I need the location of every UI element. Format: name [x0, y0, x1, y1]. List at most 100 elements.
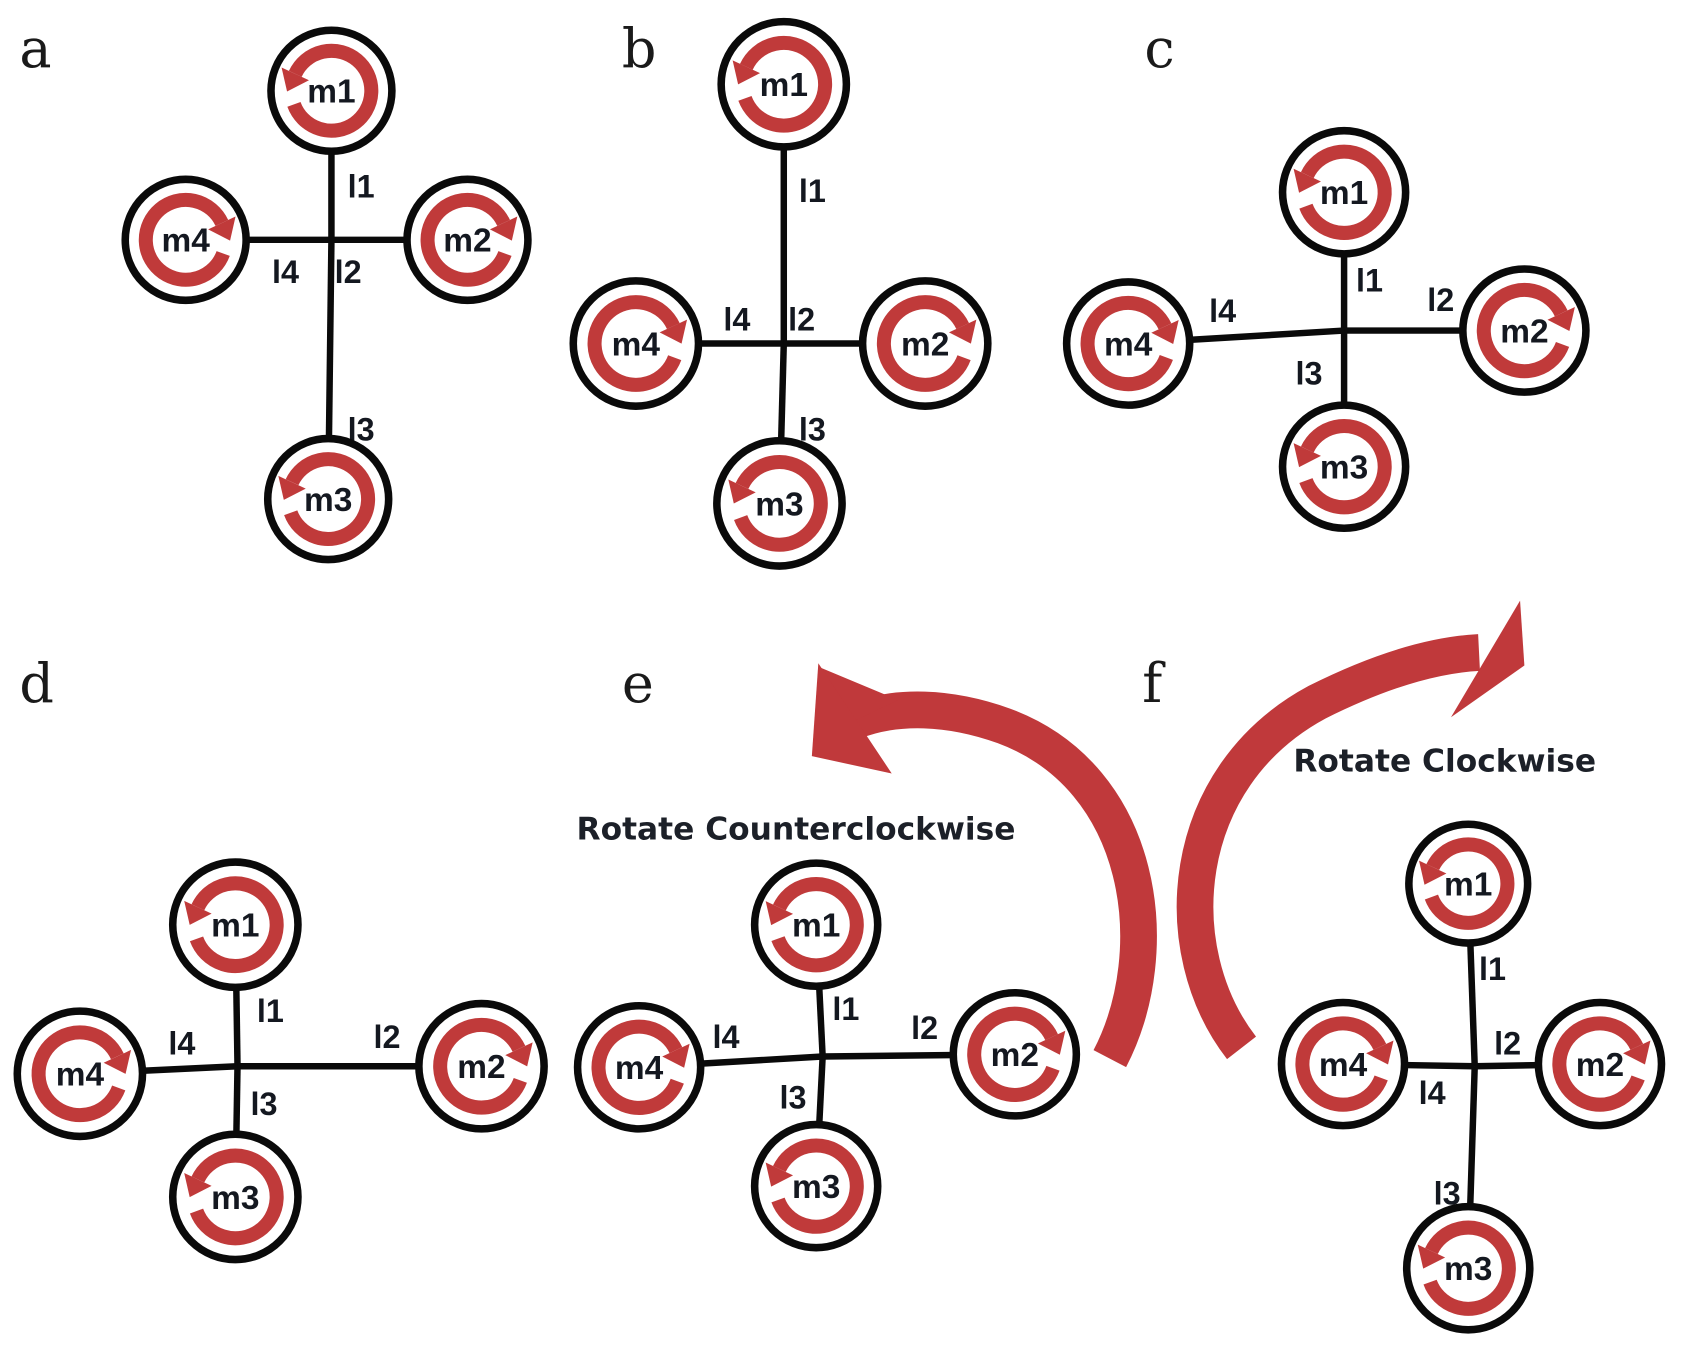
- motor-label: m4: [615, 1050, 664, 1087]
- motor-m3: m3: [1278, 401, 1410, 533]
- motor-label: m2: [457, 1049, 505, 1086]
- motor-label: m1: [1320, 175, 1368, 212]
- spin-direction-icon: [433, 1017, 527, 1115]
- motor-label: m1: [307, 74, 355, 111]
- spin-direction-icon: [771, 877, 864, 973]
- motor-label: m3: [792, 1169, 840, 1206]
- spin-arrowhead-icon: [208, 216, 236, 241]
- spin-direction-icon: [420, 192, 512, 287]
- spin-direction-icon: [1423, 1220, 1516, 1316]
- spin-arrowhead-icon: [184, 900, 212, 925]
- spin-arrowhead-icon: [765, 1162, 794, 1187]
- motor-m3: m3: [168, 1130, 302, 1264]
- motor-label: m4: [56, 1057, 105, 1094]
- spin-direction-icon: [284, 452, 376, 546]
- motor-m1: m1: [1405, 820, 1532, 947]
- spin-direction-icon: [591, 1019, 684, 1115]
- spin-direction-icon: [738, 35, 833, 133]
- spin-arrowhead-icon: [1151, 319, 1179, 344]
- spin-arrowhead-icon: [489, 216, 518, 241]
- motor-m4: m4: [573, 1001, 705, 1133]
- spin-direction-icon: [967, 1006, 1060, 1102]
- motor-label: m2: [443, 223, 491, 260]
- motor-label: m3: [211, 1180, 259, 1217]
- motor-label: m1: [211, 908, 259, 945]
- motor-m2: m2: [1459, 265, 1590, 396]
- motor-label: m2: [991, 1037, 1039, 1074]
- spin-direction-icon: [587, 295, 682, 392]
- spin-arrowhead-icon: [659, 319, 688, 344]
- spin-direction-icon: [734, 455, 828, 552]
- arm-label-l3: l3: [1296, 356, 1323, 392]
- spin-arrowhead-icon: [1623, 1040, 1651, 1065]
- motor-m2: m2: [403, 175, 532, 305]
- motor-m3: m3: [1402, 1202, 1534, 1334]
- motor-label: m4: [1319, 1047, 1368, 1084]
- motor-m4: m4: [569, 277, 703, 410]
- motor-m2: m2: [415, 999, 548, 1133]
- spin-arrowhead-icon: [1293, 168, 1321, 193]
- spin-arrowhead-icon: [505, 1042, 533, 1067]
- spin-direction-icon: [31, 1025, 126, 1123]
- motor-m3: m3: [713, 436, 846, 570]
- motor-label: m3: [755, 486, 803, 523]
- spin-direction-icon: [138, 192, 230, 287]
- motor-label: m3: [1320, 450, 1368, 487]
- spin-arrowhead-icon: [1366, 1040, 1394, 1065]
- caption-rotate-counterclockwise: Rotate Counterclockwise: [577, 811, 1016, 847]
- arm-label-l4: l4: [723, 302, 750, 338]
- arm-label-l4: l4: [713, 1019, 740, 1055]
- arm-label-l2: l2: [374, 1019, 401, 1055]
- panel-label-d: d: [19, 652, 54, 715]
- spin-direction-icon: [876, 295, 971, 392]
- motor-m4: m4: [1062, 278, 1194, 409]
- motor-m1: m1: [1278, 126, 1410, 258]
- arm-label-l2: l2: [788, 302, 815, 338]
- motor-label: m2: [1500, 313, 1548, 350]
- motor-m3: m3: [750, 1120, 882, 1252]
- spin-direction-icon: [1476, 282, 1570, 379]
- motor-label: m2: [1576, 1047, 1624, 1084]
- motor-m2: m2: [949, 988, 1081, 1120]
- motor-m1: m1: [717, 17, 851, 151]
- motor-label: m1: [760, 67, 808, 104]
- panel-label-f: f: [1142, 652, 1166, 715]
- spin-direction-icon: [1299, 144, 1392, 240]
- arm-label-l4: l4: [1419, 1075, 1446, 1111]
- motor-label: m2: [901, 326, 949, 363]
- motor-label: m4: [1104, 326, 1153, 363]
- arm-label-l1: l1: [257, 993, 284, 1029]
- motor-m2: m2: [1534, 998, 1666, 1130]
- motor-label: m3: [1444, 1251, 1492, 1288]
- spin-arrowhead-icon: [278, 475, 306, 500]
- arm-label-l3: l3: [779, 1079, 806, 1115]
- spin-arrowhead-icon: [1419, 860, 1447, 885]
- spin-direction-icon: [189, 1148, 284, 1246]
- spin-direction-icon: [1424, 837, 1515, 930]
- spin-direction-icon: [1552, 1016, 1645, 1112]
- spin-arrowhead-icon: [1037, 1030, 1066, 1055]
- spin-arrowhead-icon: [948, 319, 977, 344]
- motor-label: m1: [792, 908, 840, 945]
- motor-m4: m4: [13, 1007, 147, 1141]
- spin-direction-icon: [189, 876, 284, 974]
- arm-label-l2: l2: [911, 1010, 938, 1046]
- panel-label-e: e: [622, 652, 654, 715]
- panel-label-c: c: [1144, 17, 1174, 80]
- arm-label-l1: l1: [832, 991, 859, 1027]
- spin-direction-icon: [287, 43, 379, 138]
- motor-label: m4: [612, 326, 661, 363]
- arm-label-l1: l1: [348, 169, 375, 205]
- motor-label: m3: [304, 482, 352, 519]
- spin-arrowhead-icon: [1417, 1244, 1446, 1269]
- motor-m4: m4: [1277, 998, 1409, 1130]
- arm-label-l3: l3: [250, 1086, 277, 1122]
- spin-direction-icon: [1080, 295, 1173, 392]
- spin-direction-icon: [1299, 419, 1392, 515]
